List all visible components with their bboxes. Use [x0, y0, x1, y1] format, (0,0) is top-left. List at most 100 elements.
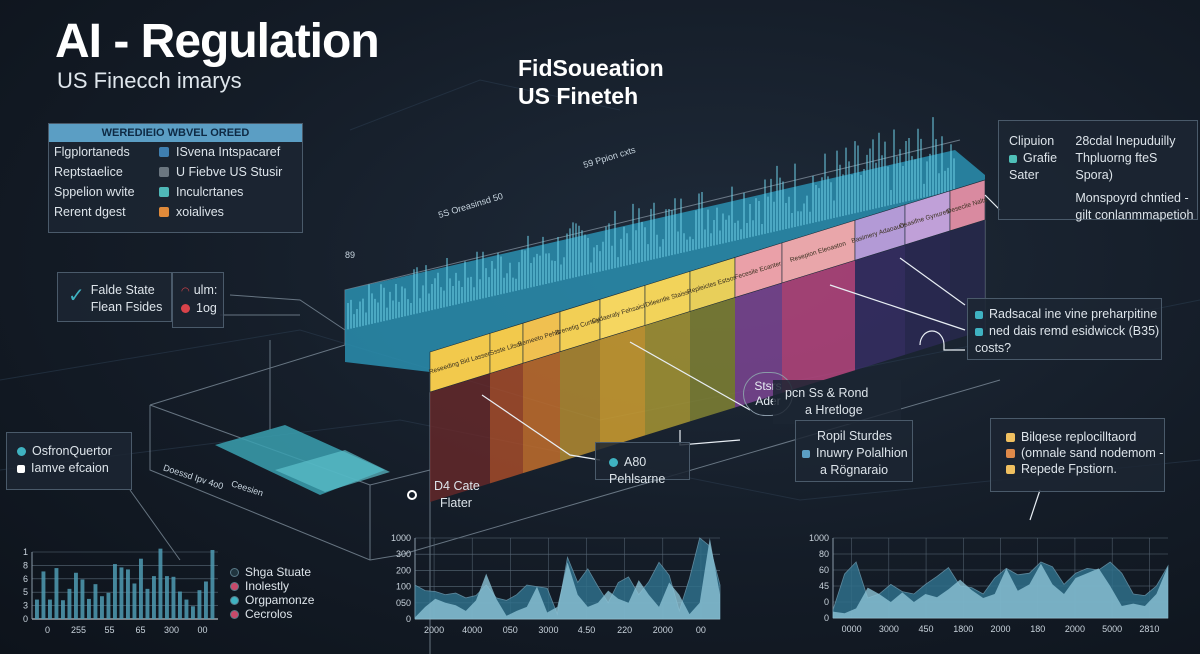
- y-tick-label: 45: [819, 581, 829, 591]
- callout-text: Radsacal ine vine preharpitine: [989, 307, 1158, 321]
- legend-swatch-label: U Fiebve US Stusir: [176, 164, 283, 179]
- x-tick-label: 300: [164, 625, 179, 635]
- x-tick-label: 255: [71, 625, 86, 635]
- bar: [165, 576, 169, 619]
- bar: [197, 590, 202, 619]
- callout-text: 28cdal Inepuduilly: [1075, 134, 1176, 148]
- wifi-icon: ◠: [181, 286, 190, 297]
- callout-text: pcn Ss & Rond: [785, 386, 869, 400]
- x-tick-label: 1800: [953, 624, 973, 634]
- legend-swatch-label: xoialives: [176, 204, 224, 219]
- bar: [87, 598, 91, 619]
- bar: [93, 584, 98, 619]
- bar: [139, 558, 143, 619]
- callout-text: Clipuion: [1009, 134, 1055, 148]
- callout-row: Repede Fpstiorn.: [1006, 461, 1164, 477]
- tile-column: [782, 260, 855, 393]
- tile-column: [855, 244, 905, 371]
- bar: [132, 583, 137, 619]
- bar: [67, 588, 72, 619]
- x-tick-label: 0000: [842, 624, 862, 634]
- tile-column: [735, 282, 782, 408]
- y-tick-label: 100: [396, 582, 411, 592]
- x-tick-label: 2000: [424, 625, 444, 635]
- callout-text: a Hretloge: [805, 403, 863, 417]
- tile-column: [560, 339, 600, 462]
- spike-lines: [347, 117, 955, 330]
- legend-row-label: Reptstaelice: [54, 164, 123, 179]
- secondary-title: FidSoueation US Fineteh: [518, 54, 664, 110]
- teal-square-icon: [1009, 154, 1017, 163]
- y-tick-label: 0: [824, 613, 829, 623]
- x-tick-label: 0: [45, 625, 50, 635]
- x-tick-label: 3000: [879, 624, 899, 634]
- x-tick-label: 450: [919, 624, 934, 634]
- legend-entry-label: Inolestly: [245, 579, 290, 593]
- x-tick-label: 3000: [538, 625, 558, 635]
- legend-swatch: [159, 147, 169, 157]
- arrows: [481, 194, 1041, 521]
- diagram-annotation: 89: [345, 250, 356, 260]
- area-series-2: [833, 563, 1168, 618]
- bar: [100, 596, 104, 619]
- legend-header: WEREDIEIO WBVEL OREED: [49, 124, 302, 142]
- mid-right-callout: Radsacal ine vine preharpitine ned dais …: [967, 298, 1162, 360]
- y-tick-label: 1: [23, 547, 28, 557]
- legend-dot-icon: [230, 610, 239, 620]
- callout-text: Bilqese replocilltaord: [1021, 430, 1137, 444]
- bar: [48, 599, 52, 619]
- legend-row: Reptstaelice U Fiebve US Stusir: [49, 162, 302, 182]
- bar: [35, 599, 39, 619]
- legend-entry-label: Cecrolos: [245, 607, 293, 621]
- teal-dot-icon: [609, 458, 618, 468]
- top-right-callout: Clipuion Grafie Sater 28cdal Inepuduilly…: [998, 120, 1198, 222]
- bar: [178, 591, 182, 619]
- y-tick-label: 1000: [809, 533, 829, 543]
- x-tick-label: 00: [197, 625, 207, 635]
- x-tick-label: 050: [503, 625, 518, 635]
- teal-dot-icon: [17, 447, 26, 457]
- bg-line: [349, 79, 621, 131]
- x-tick-label: 00: [696, 625, 706, 635]
- y-tick-label: 200: [396, 565, 411, 575]
- bar: [74, 572, 78, 619]
- y-tick-label: 5: [23, 587, 28, 597]
- bar: [158, 548, 163, 619]
- bar: [210, 549, 215, 619]
- callout-text: Flater: [440, 496, 472, 510]
- callout-text: a Rögnaraio: [820, 463, 889, 477]
- y-tick-label: 050: [396, 598, 411, 608]
- bar: [184, 599, 189, 619]
- arrow: [829, 284, 966, 331]
- arrow: [1029, 489, 1041, 521]
- legend-entry: Orgpamonze: [230, 593, 314, 607]
- x-tick-label: 2000: [1065, 624, 1085, 634]
- legend-entry-label: Shga Stuate: [245, 565, 312, 579]
- callout-text: Ropil Sturdes: [817, 429, 893, 443]
- tile: [949, 179, 986, 232]
- bar: [80, 579, 85, 619]
- bar: [145, 588, 150, 619]
- y-tick-label: 60: [819, 565, 829, 575]
- callout-text: Inuwry Polalhion: [816, 446, 908, 460]
- quarter-line1: OsfronQuertor: [32, 444, 112, 458]
- legend-dot-icon: [230, 568, 239, 578]
- legend-swatch: [159, 187, 169, 197]
- check-shield-icon: ✓: [68, 285, 85, 307]
- callout-text: A80 Pehlsarne: [609, 455, 666, 486]
- white-square-icon: [17, 464, 25, 473]
- wire-edge: [149, 405, 401, 561]
- tile-column: [600, 325, 645, 450]
- callout-row: (omnale sand nodemom -: [1006, 445, 1164, 461]
- circle-marker-icon: [407, 490, 417, 500]
- x-tick-label: 2000: [990, 624, 1010, 634]
- bar: [171, 576, 176, 619]
- connector-line: [229, 294, 346, 331]
- x-tick-label: 5000: [1102, 624, 1122, 634]
- bar: [126, 569, 130, 619]
- signal-line2: 1og: [196, 301, 217, 315]
- x-tick-label: 2810: [1139, 624, 1159, 634]
